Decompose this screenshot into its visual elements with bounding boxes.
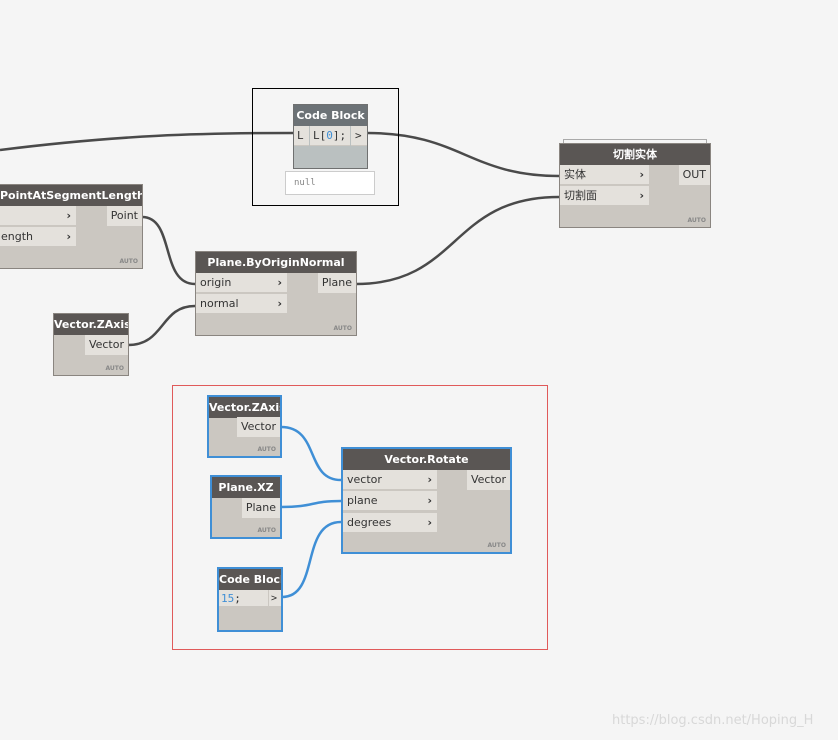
input-port-degrees[interactable]: degrees › xyxy=(343,513,437,533)
input-port[interactable]: › xyxy=(0,206,76,226)
port-label: degrees xyxy=(347,516,392,529)
lacing-label: AUTO xyxy=(257,527,276,534)
lacing-label: AUTO xyxy=(333,325,352,332)
chevron-right-icon: › xyxy=(66,230,71,243)
wire-selected xyxy=(280,425,342,482)
point-at-segment-length-node[interactable]: PointAtSegmentLength › ength › Point AUTO xyxy=(0,184,143,269)
port-label: 切割面 xyxy=(564,189,597,202)
plane-xz-node[interactable]: Plane.XZ Plane AUTO xyxy=(210,475,282,539)
input-port-plane[interactable]: plane › xyxy=(343,491,437,511)
code-text: ; xyxy=(234,592,241,605)
node-title: Plane.ByOriginNormal xyxy=(196,252,356,273)
wire xyxy=(141,215,196,286)
chevron-right-icon: › xyxy=(277,276,282,289)
port-label: origin xyxy=(200,276,232,289)
node-title: Vector.Rotate xyxy=(343,449,510,470)
chevron-right-icon: › xyxy=(639,168,644,181)
node-title: Code Block xyxy=(294,105,367,126)
node-title: Plane.XZ xyxy=(212,477,280,498)
code-block-node[interactable]: Code Block 15; > xyxy=(217,567,283,632)
cut-solid-node[interactable]: 切割实体 实体 › 切割面 › OUT AUTO xyxy=(559,143,711,228)
output-port[interactable]: Vector xyxy=(84,335,128,355)
wire xyxy=(355,195,560,286)
port-label: vector xyxy=(347,473,382,486)
output-port[interactable]: Point xyxy=(106,206,142,226)
input-port[interactable]: ength › xyxy=(0,227,76,247)
custom-node-stack xyxy=(563,139,707,143)
vector-zaxis-node[interactable]: Vector.ZAxis Vector AUTO xyxy=(53,313,129,376)
plane-by-origin-normal-node[interactable]: Plane.ByOriginNormal origin › normal › Pla… xyxy=(195,251,357,336)
code-text: L[ xyxy=(313,129,327,142)
group-box[interactable] xyxy=(172,385,548,650)
code-editor[interactable]: 15; xyxy=(219,590,268,607)
selection-box xyxy=(252,88,399,206)
port-label: plane xyxy=(347,494,378,507)
code-number: 15 xyxy=(221,592,235,605)
node-title: Code Block xyxy=(219,569,281,590)
chevron-right-icon: › xyxy=(427,473,432,486)
chevron-right-icon: › xyxy=(427,516,432,529)
code-editor[interactable]: L[0]; xyxy=(310,126,350,146)
vector-rotate-node[interactable]: Vector.Rotate vector › plane › degrees › Ve… xyxy=(341,447,512,554)
wire-selected xyxy=(281,520,342,599)
port-label: 实体 xyxy=(564,168,586,181)
lacing-label: AUTO xyxy=(105,365,124,372)
output-port[interactable]: OUT xyxy=(678,165,710,185)
code-text: ]; xyxy=(332,129,347,142)
input-port-solid[interactable]: 实体 › xyxy=(560,165,649,185)
output-port[interactable]: > xyxy=(269,590,281,607)
output-port[interactable]: Vector xyxy=(466,470,510,490)
port-label: normal xyxy=(200,297,239,310)
output-port[interactable]: Plane xyxy=(317,273,356,293)
node-title: Vector.ZAxis xyxy=(209,397,280,418)
code-number: 0 xyxy=(326,129,333,142)
input-port-origin[interactable]: origin › xyxy=(196,273,287,293)
input-port-normal[interactable]: normal › xyxy=(196,294,287,314)
lacing-label: AUTO xyxy=(119,258,138,265)
lacing-label: AUTO xyxy=(487,542,506,549)
wire xyxy=(0,131,294,152)
chevron-right-icon: › xyxy=(277,297,282,310)
lacing-label: AUTO xyxy=(687,217,706,224)
input-port[interactable]: L xyxy=(294,126,309,146)
node-title: PointAtSegmentLength xyxy=(0,185,142,206)
output-port[interactable]: Plane xyxy=(241,498,280,518)
input-port-cut-plane[interactable]: 切割面 › xyxy=(560,186,649,206)
vector-zaxis-node[interactable]: Vector.ZAxis Vector AUTO xyxy=(207,395,282,458)
code-block-node[interactable]: Code Block L L[0]; > xyxy=(293,104,368,169)
lacing-label: AUTO xyxy=(257,446,276,453)
node-title: 切割实体 xyxy=(560,144,710,165)
chevron-right-icon: › xyxy=(639,189,644,202)
port-label: ength xyxy=(1,230,34,243)
wire xyxy=(127,304,196,347)
chevron-right-icon: › xyxy=(427,494,432,507)
watermark: https://blog.csdn.net/Hoping_H xyxy=(612,713,814,728)
wire-selected xyxy=(280,499,342,509)
output-port[interactable]: > xyxy=(351,126,367,146)
node-title: Vector.ZAxis xyxy=(54,314,128,335)
output-port[interactable]: Vector xyxy=(236,417,280,437)
input-port-vector[interactable]: vector › xyxy=(343,470,437,490)
preview-bubble: null xyxy=(285,171,375,195)
chevron-right-icon: › xyxy=(66,209,71,222)
